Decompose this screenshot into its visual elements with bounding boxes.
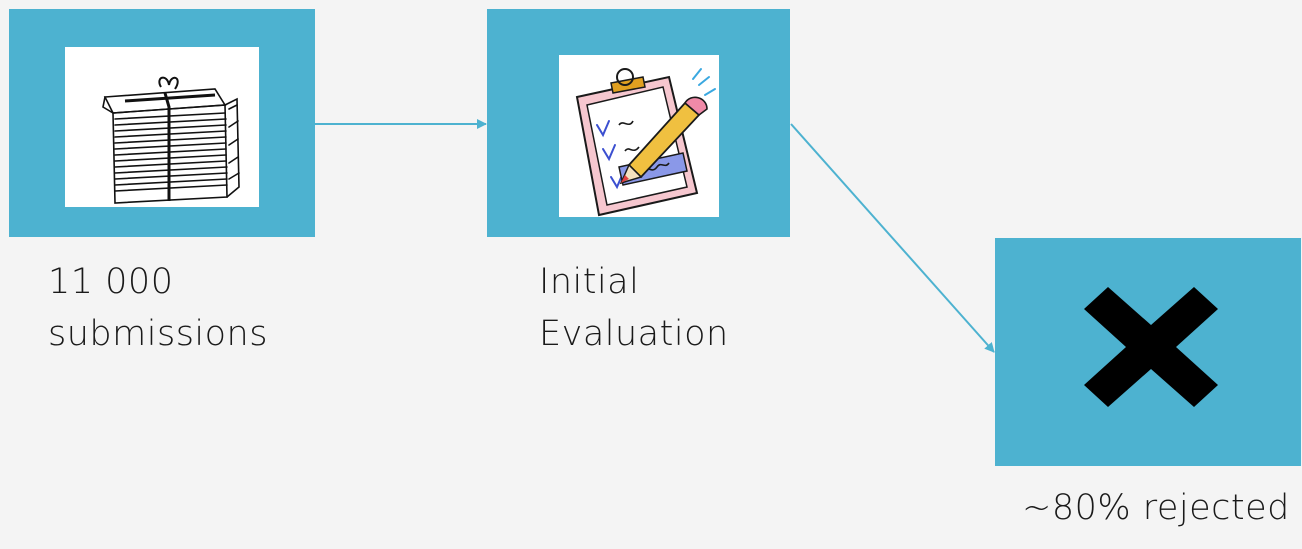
- submissions-caption-line1: 11 000: [48, 262, 174, 302]
- clipboard-pencil-icon: [559, 55, 719, 217]
- paper-stack-icon: [65, 47, 259, 207]
- submissions-box: [9, 9, 315, 237]
- rejected-box: [995, 238, 1301, 466]
- x-mark-icon: [1084, 287, 1218, 407]
- evaluation-caption: Initial Evaluation: [539, 256, 729, 360]
- arrow-evaluation-to-rejected: [790, 123, 995, 353]
- evaluation-caption-line1: Initial: [539, 262, 640, 302]
- submissions-caption: 11 000 submissions: [48, 256, 268, 360]
- submissions-caption-line2: submissions: [48, 314, 268, 354]
- evaluation-caption-line2: Evaluation: [539, 314, 729, 354]
- rejected-caption: ~80% rejected: [1022, 488, 1290, 528]
- evaluation-box: [487, 9, 790, 237]
